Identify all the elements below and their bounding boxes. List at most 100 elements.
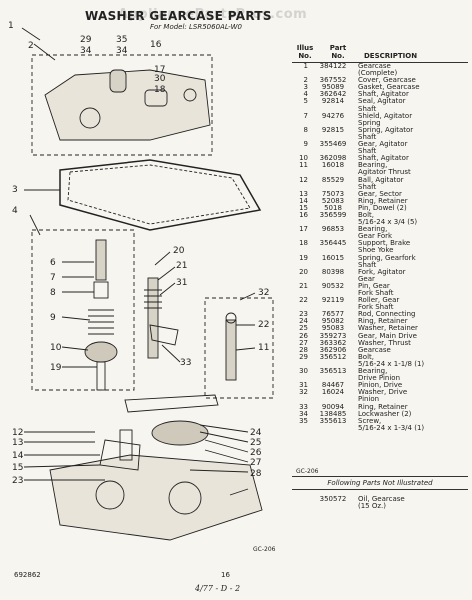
parts-row: 5 92814 Seal, Agitator Shaft	[292, 98, 468, 112]
not-illustrated-note: Following Parts Not Illustrated	[292, 476, 468, 490]
part-description: Fork, Agitator Gear	[358, 267, 406, 283]
part-description: Seal, Agitator Shaft	[358, 97, 406, 113]
callout-number: 8	[50, 288, 56, 298]
gearcase-cover-shape	[44, 69, 211, 141]
table-gc-code: GC-206	[296, 468, 319, 475]
part-number: 92814	[321, 97, 345, 106]
callout-number: 33	[180, 358, 191, 368]
part-number: 94276	[321, 111, 345, 120]
callout-number: 16	[150, 40, 162, 50]
illus-number: 30	[299, 367, 308, 376]
part-description: Screw, 5/16-24 x 1-3/4 (1)	[358, 416, 425, 432]
part-description: Spring, Agitator Shaft	[358, 125, 414, 141]
illus-number: 14	[299, 196, 308, 205]
part-description: Spring, Gearfork Shaft	[358, 253, 416, 269]
model-line: For Model: LSR5060AL-W0	[150, 23, 242, 31]
callout-number: 4	[12, 206, 18, 216]
callout-number: 29	[80, 35, 92, 45]
part-number: 75073	[321, 189, 345, 198]
illus-number: 22	[299, 296, 308, 305]
part-number: 355613	[319, 416, 347, 425]
callout-number: 11	[258, 343, 269, 353]
illus-number: 29	[299, 352, 308, 361]
part-description: Gasket, Gearcase	[358, 83, 420, 92]
footer-page-number: 16	[221, 571, 230, 579]
part-description: Roller, Gear Fork Shaft	[358, 296, 400, 312]
part-number: 16015	[321, 253, 345, 262]
part-description: Gearcase	[358, 345, 391, 354]
illus-number: 3	[303, 83, 308, 92]
part-description: Shaft, Agitator	[358, 154, 409, 163]
part-description: Gear, Agitator Shaft	[358, 140, 408, 156]
part-number: 96853	[321, 225, 345, 234]
illus-number: 2	[303, 76, 308, 85]
callout-number: 1	[8, 21, 14, 31]
callout-number: 14	[12, 451, 24, 461]
callout-number: 18	[154, 85, 166, 95]
part-number: 362642	[319, 90, 347, 99]
part-number: 16018	[321, 161, 345, 170]
page-title: WASHER GEARCASE PARTS	[85, 9, 272, 23]
callout-number: 20	[173, 246, 185, 256]
callout-number: 3	[12, 185, 18, 195]
part-number: 363362	[319, 338, 347, 347]
part-description: Washer, Retainer	[358, 324, 418, 333]
illus-number: 21	[299, 281, 308, 290]
illus-number: 16	[299, 210, 308, 219]
illus-number: 34	[299, 409, 308, 418]
part-number: 76577	[321, 310, 345, 319]
callout-number: 19	[50, 363, 62, 373]
callout-number: 23	[12, 476, 23, 486]
part-number: 95089	[321, 83, 345, 92]
callout-number: 26	[250, 448, 262, 458]
parts-table-header: Illus No. Part No. DESCRIPTION	[292, 44, 468, 63]
callout-number: 28	[250, 469, 262, 479]
illus-number: 23	[299, 310, 308, 319]
part-description: Ball, Agitator Shaft	[358, 175, 404, 191]
part-number: 138485	[319, 409, 347, 418]
part-number: 356512	[319, 352, 347, 361]
part-description: Rod, Connecting	[358, 310, 416, 319]
illus-number: 5	[303, 97, 308, 106]
part-description: Oil, Gearcase (15 Oz.)	[358, 495, 405, 511]
parts-row: 3 95089 Gasket, Gearcase	[292, 84, 468, 91]
illus-number: 31	[299, 381, 308, 390]
diagram-gc-code: GC-206	[253, 546, 276, 553]
callout-number: 2	[28, 41, 34, 51]
callout-number: 34	[116, 46, 128, 56]
part-number: 90532	[321, 281, 345, 290]
illus-number: 10	[299, 154, 308, 163]
part-description: Gear, Sector	[358, 189, 402, 198]
exploded-diagram: 1229343534161730183467891019202131322233…	[8, 21, 274, 541]
part-number: 362906	[319, 345, 347, 354]
illus-number: 7	[303, 111, 308, 120]
illus-number: 12	[299, 175, 308, 184]
part-description: Bearing, Gear Fork	[358, 225, 393, 241]
parts-row: 34 138485 Lockwasher (2)	[292, 409, 468, 418]
illus-number: 27	[299, 338, 308, 347]
part-description: Lockwasher (2)	[358, 409, 412, 418]
illus-number: 26	[299, 331, 308, 340]
part-description: Shield, Agitator Spring	[358, 111, 413, 127]
